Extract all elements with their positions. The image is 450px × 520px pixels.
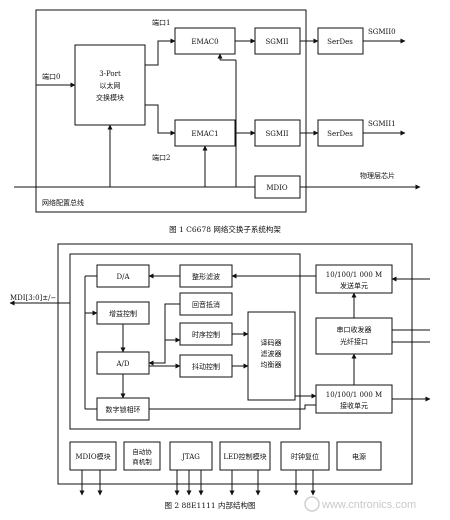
shaping-label: 整形滤波: [192, 272, 220, 281]
mdi-label: MDI[3:0]±/−: [10, 294, 56, 302]
rx-unit-label-1: 10/100/1 000 M: [326, 391, 382, 399]
mdio-module: [69, 441, 117, 471]
serdes-label-top: SerDes: [327, 38, 353, 46]
timing-label: 时序控制: [192, 330, 220, 339]
dpll-label: 数字锁相环: [106, 405, 141, 414]
emac0-label: EMAC0: [191, 38, 218, 46]
autoneg-label-2: 商机制: [132, 457, 152, 466]
port1-link: [145, 38, 176, 66]
mdio-module-label: MDIO模块: [75, 452, 110, 461]
dpll-to-rx: [149, 404, 316, 410]
signal-block-frame: [69, 253, 301, 430]
jitter-label: 抖动控制: [192, 362, 220, 371]
clock-reset-module: [280, 441, 330, 471]
autoneg-label-1: 自动协: [132, 447, 152, 456]
jtag-module: [169, 441, 213, 471]
figure2-caption: 图 2 88E1111 内部结构图: [164, 500, 255, 510]
ad-label: A/D: [115, 360, 129, 368]
watermark: www.cntronics.com: [304, 496, 416, 512]
decoder-label-3: 均衡器: [261, 360, 282, 369]
port1-label: 端口1: [152, 18, 170, 27]
sgmii0-label: SGMII0: [368, 28, 396, 36]
autoneg-module: [123, 441, 161, 471]
power-module: [336, 441, 382, 471]
gain-label: 增益控制: [109, 309, 137, 318]
rx-unit-label-2: 接收单元: [340, 401, 368, 410]
c6678-frame: [35, 9, 307, 213]
da-label: D/A: [116, 273, 130, 281]
sgmii-label-bottom: SGMII: [265, 130, 288, 138]
chip-frame: [57, 243, 413, 485]
jtag-label: JTAG: [181, 453, 200, 461]
watermark-text: www.cntronics.com: [321, 499, 416, 511]
tx-unit-label-1: 10/100/1 000 M: [326, 271, 382, 279]
emac0-block: [174, 27, 236, 55]
figure2: MDI[3:0]±/− D/A 增益控制 A/D 数字锁相环 整形滤波 回音抵消…: [9, 243, 431, 510]
mdio-label: MDIO: [266, 184, 288, 192]
bottom-pins: [79, 470, 316, 496]
led-module: [219, 441, 271, 471]
decoder-label-1: 译码器: [261, 339, 282, 347]
led-label: LED控制模块: [223, 452, 266, 461]
sgmii1-label: SGMII1: [368, 120, 396, 128]
port0-label: 端口0: [42, 72, 60, 81]
config-bus-label: 网络配置总线: [42, 198, 84, 207]
figure1-caption: 图 1 C6678 网络交换子系统构架: [169, 224, 281, 234]
figure1: 3-Port 以太网 交换模块 EMAC0 EMAC1 SGMII SGMII …: [14, 9, 421, 234]
decoder-block: [247, 311, 296, 401]
tx-unit-label-2: 发送单元: [340, 281, 368, 290]
clock-reset-label: 时钟复位: [291, 452, 319, 461]
port2-link: [145, 104, 176, 136]
emac1-label: EMAC1: [191, 130, 218, 138]
switch-label-2: 以太网: [100, 81, 121, 90]
port2-label: 端口2: [152, 153, 170, 162]
phy-chip-label: 物理层芯片: [360, 171, 395, 180]
serdes-label-bottom: SerDes: [327, 130, 353, 138]
serial-block: [315, 317, 393, 355]
echo-label: 回音抵消: [192, 300, 220, 309]
serial-label-1: 串口收发器: [337, 325, 372, 334]
watermark-logo-icon: [304, 496, 320, 512]
sgmii-label-top: SGMII: [265, 38, 288, 46]
serial-label-2: 光纤接口: [340, 337, 368, 346]
switch-label-3: 交换模块: [96, 93, 124, 102]
echo-link: [148, 303, 180, 366]
switch-label-1: 3-Port: [99, 70, 121, 78]
decoder-label-2: 滤波器: [261, 349, 282, 358]
power-label: 电源: [352, 452, 366, 461]
